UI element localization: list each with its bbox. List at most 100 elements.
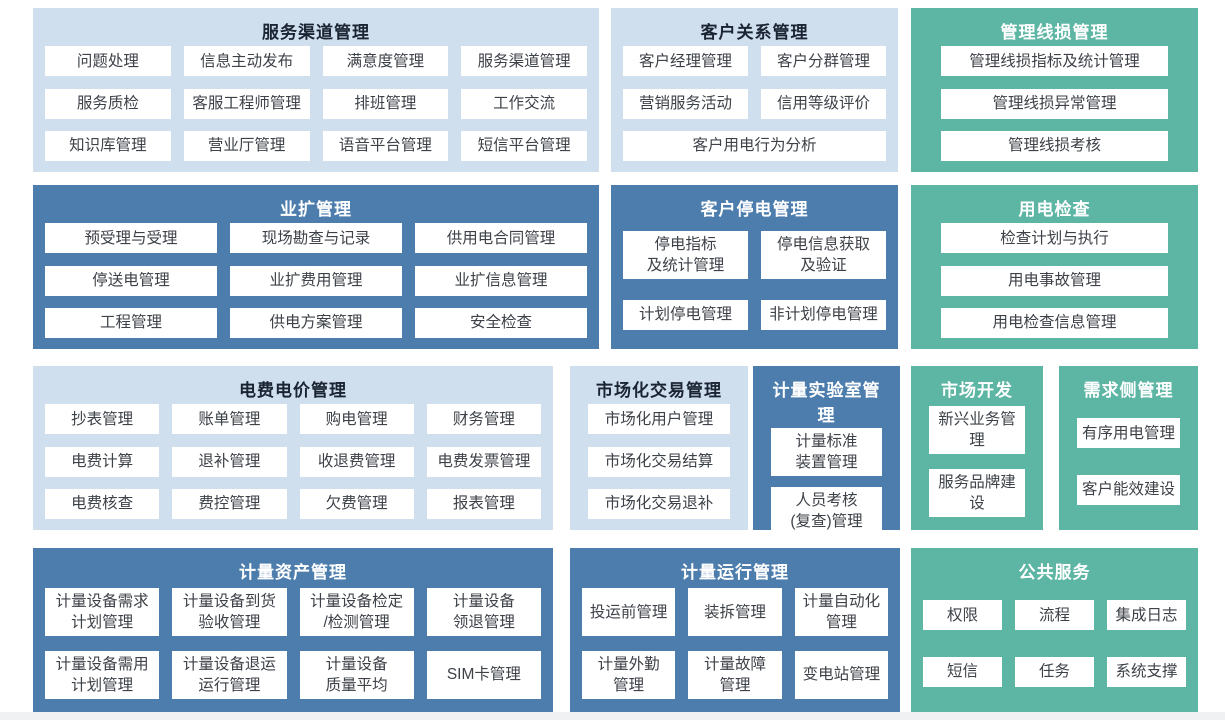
panel-customer-outage: 客户停电管理停电指标 及统计管理停电信息获取 及验证计划停电管理非计划停电管理 <box>611 185 898 349</box>
module-item: 供用电合同管理 <box>415 223 587 254</box>
module-item: 有序用电管理 <box>1077 418 1180 449</box>
module-item: 客户用电行为分析 <box>623 130 886 161</box>
panel-title-metering-assets: 计量资产管理 <box>239 563 347 582</box>
module-item: 客户能效建设 <box>1077 474 1180 505</box>
bottom-strip <box>0 712 1225 720</box>
module-item: 知识库管理 <box>45 130 171 161</box>
module-item: 任务 <box>1015 656 1094 687</box>
module-item: 退补管理 <box>172 446 287 477</box>
module-item: 欠费管理 <box>299 488 414 519</box>
panel-market-dev: 市场开发新兴业务管理服务品牌建设 <box>911 366 1043 530</box>
module-item: 计量设备 质量平均 <box>299 650 414 699</box>
module-item: 业扩费用管理 <box>230 265 402 296</box>
module-item: 账单管理 <box>172 404 287 435</box>
module-item: 非计划停电管理 <box>761 299 886 330</box>
panel-line-loss: 管理线损管理管理线损指标及统计管理管理线损异常管理管理线损考核 <box>911 8 1198 172</box>
module-item: 现场勘查与记录 <box>230 223 402 254</box>
module-item: 服务品牌建设 <box>929 468 1025 517</box>
module-item: 营销服务活动 <box>623 88 748 119</box>
module-item: 计划停电管理 <box>623 299 748 330</box>
module-item: 客服工程师管理 <box>183 88 310 119</box>
panel-metering-assets: 计量资产管理计量设备需求 计划管理计量设备到货 验收管理计量设备检定 /检测管理… <box>33 548 553 712</box>
module-item: 短信平台管理 <box>461 130 587 161</box>
panel-items-metering-ops: 投运前管理装拆管理计量自动化 管理计量外勤 管理计量故障 管理变电站管理 <box>582 585 888 702</box>
panel-title-public-services: 公共服务 <box>1018 563 1091 582</box>
module-item: 市场化用户管理 <box>588 404 730 435</box>
module-item: 用电事故管理 <box>941 265 1168 296</box>
module-item: 管理线损考核 <box>941 130 1168 161</box>
panel-items-market-trade: 市场化用户管理市场化交易结算市场化交易退补 <box>582 403 736 520</box>
module-item: 变电站管理 <box>794 650 888 699</box>
module-item: 工作交流 <box>461 88 587 119</box>
module-item: 计量设备检定 /检测管理 <box>299 588 414 637</box>
module-item: 供电方案管理 <box>230 307 402 338</box>
panel-business-expansion: 业扩管理预受理与受理现场勘查与记录供用电合同管理停送电管理业扩费用管理业扩信息管… <box>33 185 599 349</box>
module-item: 费控管理 <box>172 488 287 519</box>
panel-items-power-inspection: 检查计划与执行用电事故管理用电检查信息管理 <box>923 222 1186 339</box>
module-item: 市场化交易退补 <box>588 488 730 519</box>
module-item: 服务质检 <box>45 88 171 119</box>
module-item: 客户经理管理 <box>623 46 748 77</box>
panel-items-billing-pricing: 抄表管理账单管理购电管理财务管理电费计算退补管理收退费管理电费发票管理电费核查费… <box>45 403 541 520</box>
module-item: 问题处理 <box>45 46 171 77</box>
panel-public-services: 公共服务权限流程集成日志短信任务系统支撑 <box>911 548 1198 712</box>
module-item: 客户分群管理 <box>761 46 886 77</box>
panel-title-customer-relation: 客户关系管理 <box>700 23 809 42</box>
panel-service-channel: 服务渠道管理问题处理信息主动发布满意度管理服务渠道管理服务质检客服工程师管理排班… <box>33 8 599 172</box>
module-item: 计量故障 管理 <box>688 650 782 699</box>
module-item: 计量设备需用 计划管理 <box>45 650 160 699</box>
module-item: 业扩信息管理 <box>415 265 587 296</box>
module-item: 短信 <box>923 656 1002 687</box>
module-item: 管理线损异常管理 <box>941 88 1168 119</box>
panel-title-line-loss: 管理线损管理 <box>1000 23 1109 42</box>
panel-market-trade: 市场化交易管理市场化用户管理市场化交易结算市场化交易退补 <box>570 366 748 530</box>
panel-items-business-expansion: 预受理与受理现场勘查与记录供用电合同管理停送电管理业扩费用管理业扩信息管理工程管… <box>45 222 587 339</box>
module-item: 计量设备退运 运行管理 <box>172 650 287 699</box>
module-item: 用电检查信息管理 <box>941 307 1168 338</box>
module-item: 报表管理 <box>426 488 541 519</box>
panel-items-customer-outage: 停电指标 及统计管理停电信息获取 及验证计划停电管理非计划停电管理 <box>623 222 886 339</box>
module-item: 系统支撑 <box>1107 656 1186 687</box>
module-item: 营业厅管理 <box>183 130 310 161</box>
panel-title-metering-lab: 计量实验室管理 <box>772 381 881 425</box>
panel-title-demand-side: 需求侧管理 <box>1083 381 1174 400</box>
panel-title-service-channel: 服务渠道管理 <box>262 23 370 42</box>
module-item: 电费发票管理 <box>426 446 541 477</box>
module-item: 计量外勤 管理 <box>582 650 676 699</box>
module-item: 信息主动发布 <box>183 46 310 77</box>
panel-title-metering-ops: 计量运行管理 <box>681 563 789 582</box>
panel-title-business-expansion: 业扩管理 <box>280 200 352 219</box>
module-item: 停电信息获取 及验证 <box>761 231 886 280</box>
module-item: 计量设备到货 验收管理 <box>172 588 287 637</box>
panel-metering-ops: 计量运行管理投运前管理装拆管理计量自动化 管理计量外勤 管理计量故障 管理变电站… <box>570 548 900 712</box>
panel-items-demand-side: 有序用电管理客户能效建设 <box>1071 403 1186 520</box>
module-item: 满意度管理 <box>322 46 449 77</box>
module-item: 停送电管理 <box>45 265 217 296</box>
module-item: SIM卡管理 <box>426 650 541 699</box>
panel-metering-lab: 计量实验室管理计量标准 装置管理人员考核 (复查)管理 <box>753 366 900 535</box>
module-item: 计量自动化 管理 <box>794 588 888 637</box>
module-item: 投运前管理 <box>582 588 676 637</box>
module-item: 收退费管理 <box>299 446 414 477</box>
panel-demand-side: 需求侧管理有序用电管理客户能效建设 <box>1059 366 1198 530</box>
panel-items-service-channel: 问题处理信息主动发布满意度管理服务渠道管理服务质检客服工程师管理排班管理工作交流… <box>45 45 587 162</box>
module-item: 市场化交易结算 <box>588 446 730 477</box>
panel-items-metering-lab: 计量标准 装置管理人员考核 (复查)管理 <box>765 428 888 535</box>
module-item: 计量标准 装置管理 <box>771 428 882 476</box>
module-item: 购电管理 <box>299 404 414 435</box>
panel-items-line-loss: 管理线损指标及统计管理管理线损异常管理管理线损考核 <box>923 45 1186 162</box>
module-item: 停电指标 及统计管理 <box>623 231 748 280</box>
module-item: 语音平台管理 <box>322 130 449 161</box>
panel-title-customer-outage: 客户停电管理 <box>700 200 809 219</box>
module-item: 人员考核 (复查)管理 <box>771 487 882 535</box>
module-item: 电费核查 <box>45 488 160 519</box>
module-item: 权限 <box>923 600 1002 631</box>
module-item: 检查计划与执行 <box>941 223 1168 254</box>
panel-items-metering-assets: 计量设备需求 计划管理计量设备到货 验收管理计量设备检定 /检测管理计量设备 领… <box>45 585 541 702</box>
panel-title-power-inspection: 用电检查 <box>1018 200 1091 219</box>
panel-items-public-services: 权限流程集成日志短信任务系统支撑 <box>923 585 1186 702</box>
panel-title-market-dev: 市场开发 <box>941 381 1013 400</box>
panel-power-inspection: 用电检查检查计划与执行用电事故管理用电检查信息管理 <box>911 185 1198 349</box>
module-item: 管理线损指标及统计管理 <box>941 46 1168 77</box>
